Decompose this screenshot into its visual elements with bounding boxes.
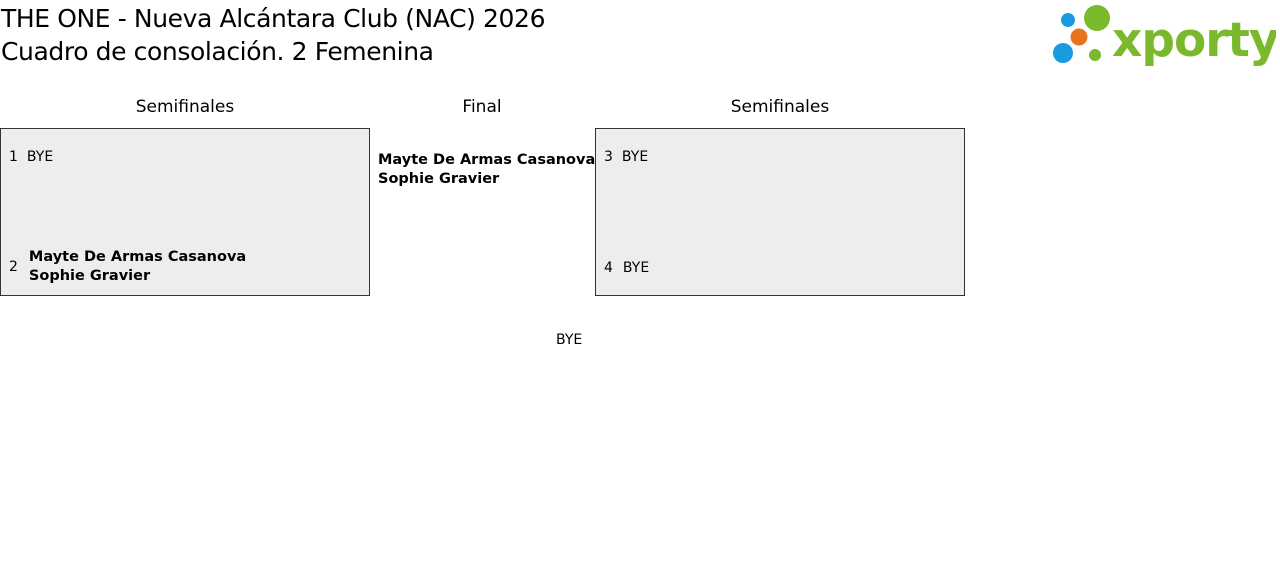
third-place-bye: BYE [556, 332, 583, 348]
round-label-right-semifinal: Semifinales [730, 97, 830, 117]
seed-number: 1 [9, 149, 18, 165]
seed-number: 3 [604, 149, 613, 165]
final-winner: Mayte De Armas Casanova Sophie Gravier [378, 151, 595, 189]
page-title: THE ONE - Nueva Alcántara Club (NAC) 202… [1, 2, 545, 68]
tournament-title: THE ONE - Nueva Alcántara Club (NAC) 202… [1, 4, 546, 33]
logo-wordmark: xporty [1112, 13, 1276, 68]
bye-label: BYE [622, 260, 650, 276]
draw-slot-2: 2 Mayte De Armas Casanova Sophie Gravier [9, 248, 246, 286]
round-label-final: Final [462, 97, 502, 117]
bye-label: BYE [26, 149, 54, 165]
draw-subtitle: Cuadro de consolación. 2 Femenina [1, 37, 434, 66]
team-names: Mayte De Armas Casanova Sophie Gravier [29, 248, 246, 286]
xporty-logo: xporty [1050, 4, 1280, 68]
xporty-dots-logo-icon: xporty [1053, 5, 1280, 68]
bye-label: BYE [621, 149, 649, 165]
left-semifinal-match: 1 BYE 2 Mayte De Armas Casanova Sophie G… [0, 128, 370, 296]
player-name: Mayte De Armas Casanova [28, 249, 247, 265]
seed-number: 2 [9, 258, 18, 275]
draw-slot-3: 3 BYE [604, 148, 648, 167]
draw-slot-4: 4 BYE [604, 259, 649, 278]
player-name: Sophie Gravier [28, 268, 151, 284]
player-name: Sophie Gravier [378, 171, 500, 187]
right-semifinal-match: 3 BYE 4 BYE [595, 128, 965, 296]
draw-slot-1: 1 BYE [9, 148, 53, 167]
seed-number: 4 [604, 260, 613, 276]
player-name: Mayte De Armas Casanova [378, 152, 596, 168]
round-label-left-semifinal: Semifinales [135, 97, 235, 117]
